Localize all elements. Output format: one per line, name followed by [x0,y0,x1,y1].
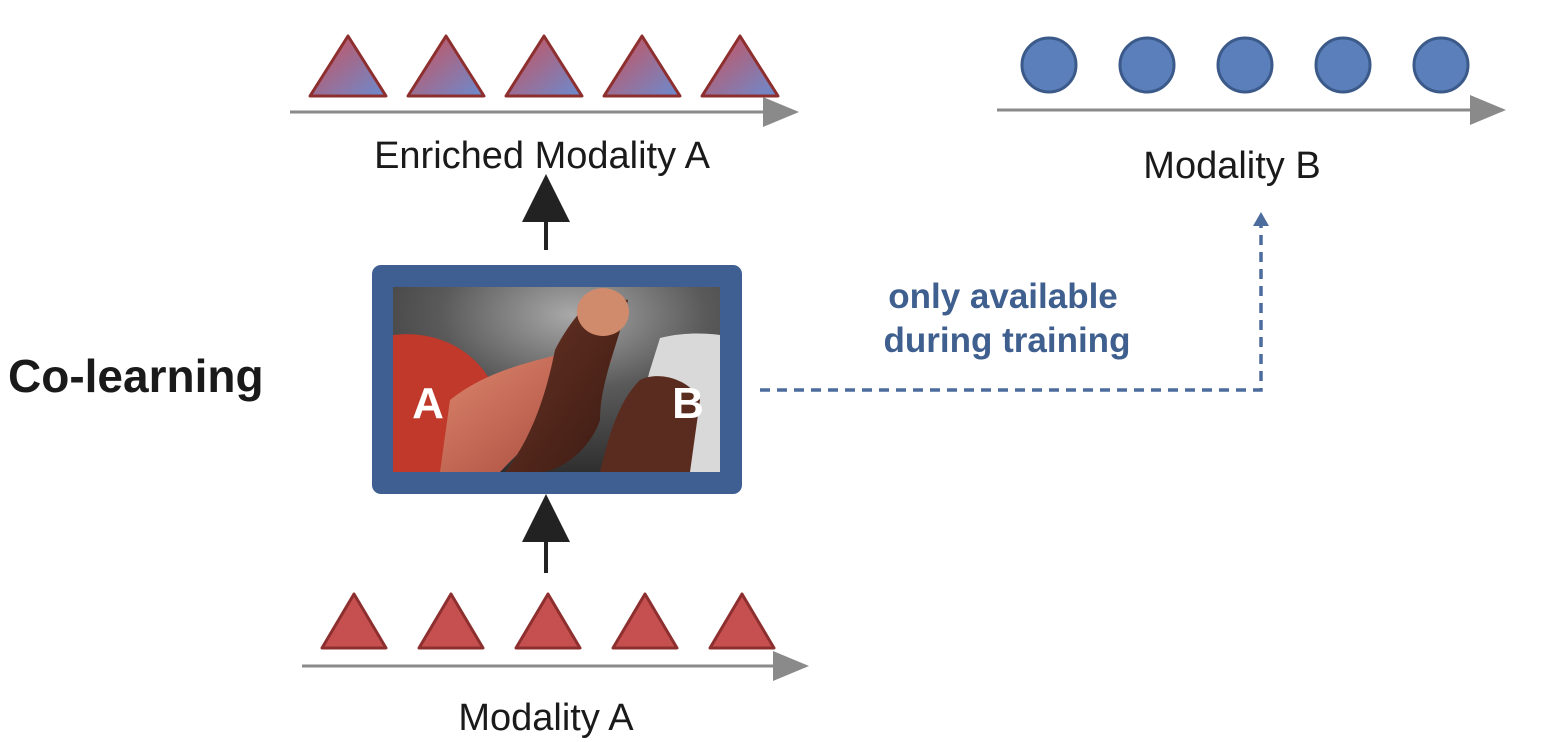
modality-b-circle-token [1412,36,1470,94]
training-only-connector: only available during training [760,212,1269,392]
enriched-triangle-token [308,34,388,98]
enriched-triangle-token [406,34,486,98]
dashed-arrow-head [1253,212,1269,226]
modality-b-circle-token [1020,36,1078,94]
co-learning-model-box: A B [372,265,742,494]
arm-a-label: A [412,379,444,428]
modality-b-circle-token [1118,36,1176,94]
co-learning-title: Co-learning [8,350,264,402]
modality-a-triangle-token [320,592,388,650]
modality-b-circle-token [1216,36,1274,94]
modality-a-triangle-token [708,592,776,650]
modality-a-triangle-token [611,592,679,650]
handshake-arms-icon: A B [393,287,720,472]
modality-b-label: Modality B [1143,145,1320,187]
modality-a-triangle-token [417,592,485,650]
enriched-triangle-token [700,34,780,98]
enriched-triangle-token [504,34,584,98]
modality-b-circle-token [1314,36,1372,94]
modality-a-label: Modality A [458,697,634,739]
modality-a-triangle-token [514,592,582,650]
modality-b-group: Modality B [997,36,1506,187]
enriched-modality-a-group: Enriched Modality A [290,34,799,177]
note-line-1: only available [888,277,1118,316]
arm-b-label: B [672,379,704,428]
enriched-triangle-token [602,34,682,98]
enriched-modality-label: Enriched Modality A [374,135,710,177]
modality-a-token-row [320,592,776,650]
modality-b-token-row [1020,36,1470,94]
modality-a-group: Modality A [302,592,809,739]
note-line-2: during training [884,321,1131,360]
enriched-token-row [308,34,780,98]
dashed-arrow [760,220,1263,392]
